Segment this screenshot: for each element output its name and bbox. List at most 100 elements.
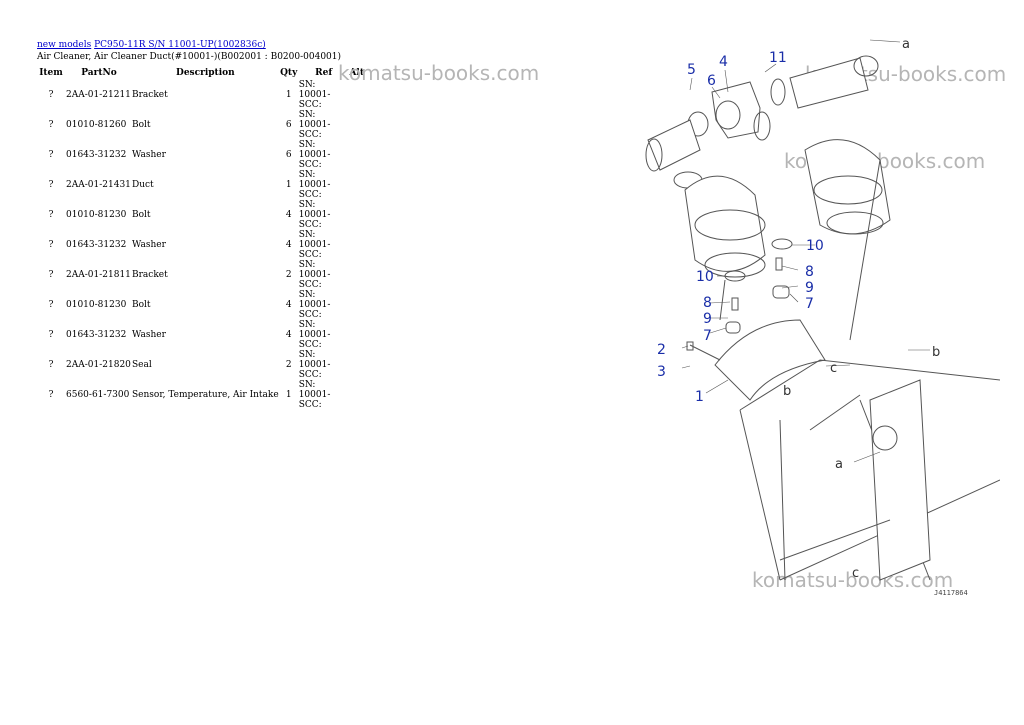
row-alt (349, 320, 365, 350)
row-partno: 01643-31232 (66, 150, 127, 160)
left-hose (647, 119, 701, 171)
callout-5: 5 (687, 62, 696, 78)
air-cleaner-left (684, 175, 766, 272)
row-partno: 6560-61-7300 (66, 390, 130, 400)
reference-letters: c b a a b c (783, 37, 940, 581)
row-partno: 01010-81260 (66, 120, 127, 130)
table-row: ? 01643-31232 Washer 6 SN: 10001-SCC: (36, 140, 365, 170)
row-qty: 4 (285, 240, 292, 250)
row-item: ? (48, 150, 54, 160)
elbow-duct (711, 81, 761, 139)
row-ref: SN: 10001-SCC: (298, 200, 331, 230)
table-header-row: Item PartNo Description Qty Ref Alt (36, 66, 365, 80)
callout-10: 10 (806, 238, 824, 254)
figure-code: J4117864 (934, 589, 968, 597)
ref-letter-a: a (902, 37, 910, 52)
row-qty: 2 (285, 270, 292, 280)
row-qty: 1 (285, 90, 292, 100)
machine-model-link[interactable]: PC950-11R S/N 11001-UP(1002836c) (94, 40, 266, 50)
row-ref: SN: 10001-SCC: (298, 170, 331, 200)
row-qty: 1 (285, 390, 292, 400)
row-qty: 4 (285, 330, 292, 340)
callout-7: 7 (703, 328, 712, 344)
header-qty: Qty (280, 68, 298, 78)
breadcrumb: new models PC950-11R S/N 11001-UP(100283… (37, 40, 266, 50)
row-item: ? (48, 240, 54, 250)
callout-3: 3 (657, 364, 666, 380)
callout-9: 9 (703, 311, 712, 327)
row-ref: SN: 10001-SCC: (298, 380, 331, 410)
row-alt (349, 350, 365, 380)
leader-lines (681, 39, 930, 463)
diagram-callouts: 5 4 11 6 10 8 9 7 10 8 9 7 2 3 1 (657, 50, 824, 405)
callout-2: 2 (657, 342, 666, 358)
row-item: ? (48, 180, 54, 190)
row-item: ? (48, 390, 54, 400)
callout-10: 10 (696, 269, 714, 285)
row-item: ? (48, 300, 54, 310)
row-alt (349, 230, 365, 260)
row-qty: 6 (285, 120, 292, 130)
row-description: Bolt (132, 210, 151, 220)
callout-8: 8 (703, 295, 712, 311)
row-qty: 1 (285, 180, 292, 190)
row-description: Duct (132, 180, 154, 190)
new-models-link[interactable]: new models (37, 40, 92, 50)
row-partno: 01643-31232 (66, 240, 127, 250)
header-item: Item (39, 68, 63, 78)
callout-8: 8 (805, 264, 814, 280)
header-partno: PartNo (81, 68, 117, 78)
ref-letter-b: b (783, 384, 791, 399)
air-cleaner-right (804, 139, 891, 235)
row-description: Seal (132, 360, 152, 370)
row-ref: SN: 10001-SCC: (298, 140, 331, 170)
header-description: Description (176, 68, 235, 78)
bracket (714, 319, 826, 401)
row-ref: SN: 10001-SCC: (298, 80, 331, 110)
watermark: komatsu-books.com (338, 61, 540, 85)
row-partno: 01010-81230 (66, 210, 127, 220)
row-alt (349, 200, 365, 230)
row-ref: SN: 10001-SCC: (298, 260, 331, 290)
row-item: ? (48, 330, 54, 340)
ref-letter-b: b (932, 345, 940, 360)
row-alt (349, 290, 365, 320)
row-description: Bolt (132, 120, 151, 130)
row-item: ? (48, 360, 54, 370)
row-qty: 6 (285, 150, 292, 160)
ref-letter-a: a (835, 457, 843, 472)
row-ref: SN: 10001-SCC: (298, 290, 331, 320)
callout-11: 11 (769, 50, 787, 66)
row-alt (349, 140, 365, 170)
watermark: komatsu-books.com (752, 568, 954, 592)
row-description: Washer (132, 240, 166, 250)
row-description: Washer (132, 150, 166, 160)
header-alt: Alt (349, 68, 364, 78)
row-ref: SN: 10001-SCC: (298, 350, 331, 380)
row-item: ? (48, 90, 54, 100)
row-description: Bracket (132, 270, 168, 280)
row-qty: 4 (285, 210, 292, 220)
parts-table: Item PartNo Description Qty Ref Alt ?2AA… (36, 66, 365, 410)
row-description: Washer (132, 330, 166, 340)
callout-9: 9 (805, 280, 814, 296)
page-subtitle: Air Cleaner, Air Cleaner Duct(#10001-)(B… (37, 52, 342, 62)
table-row: ? 01643-31232 Washer 4 SN: 10001-SCC: (36, 230, 365, 260)
row-description: Bracket (132, 90, 168, 100)
row-partno: 2AA-01-21811 (66, 270, 131, 280)
ref-letter-c: c (830, 361, 837, 376)
row-description: Sensor, Temperature, Air Intake (132, 390, 279, 400)
row-ref: SN: 10001-SCC: (298, 110, 331, 140)
row-partno: 01010-81230 (66, 300, 127, 310)
exploded-parts-diagram: 5 4 11 6 10 8 9 7 10 8 9 7 2 3 1 c b a a… (645, 37, 1000, 597)
row-item: ? (48, 120, 54, 130)
row-ref: SN: 10001-SCC: (298, 230, 331, 260)
row-qty: 4 (285, 300, 292, 310)
